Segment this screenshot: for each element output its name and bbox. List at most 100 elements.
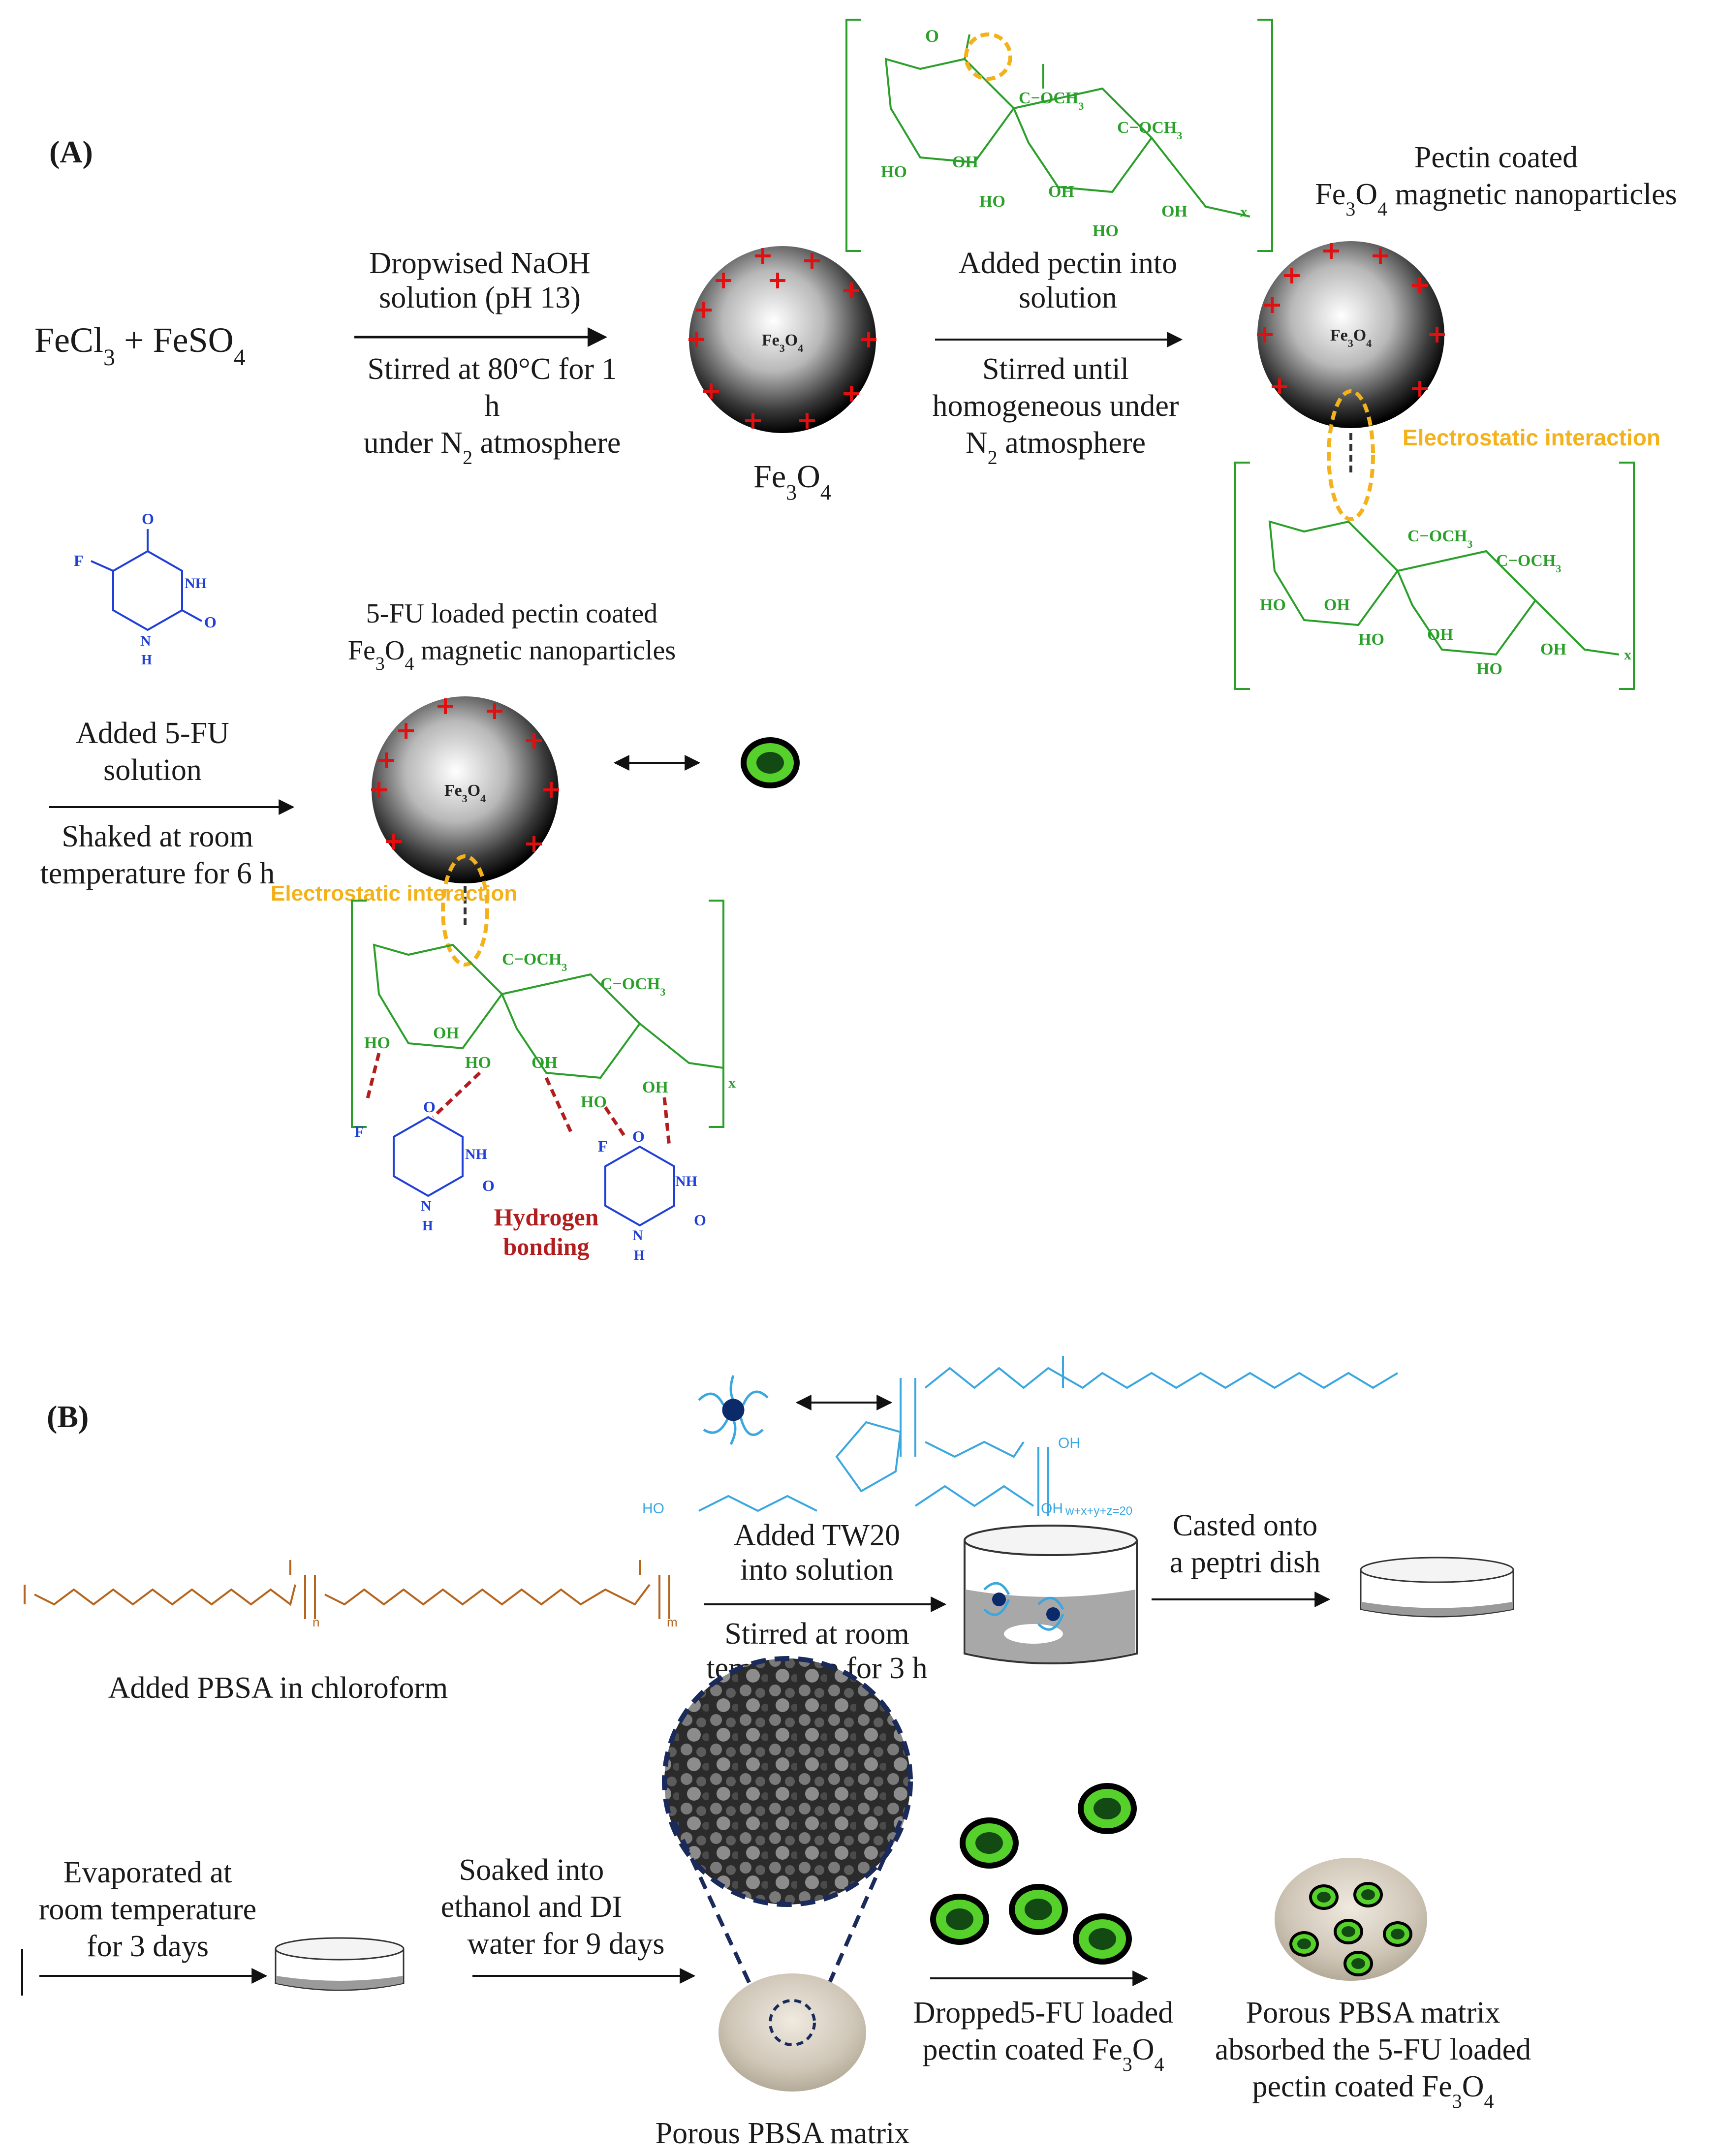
b-step1-above-1: Added TW20 bbox=[734, 1519, 900, 1552]
b-step1-below-1: Stirred at room bbox=[724, 1617, 909, 1651]
bead-3 bbox=[930, 1894, 989, 1945]
bead-5 bbox=[1073, 1913, 1132, 1965]
pectin-right-och3: C−OCH3 bbox=[1407, 527, 1472, 550]
svg-text:O: O bbox=[142, 510, 154, 528]
svg-text:F: F bbox=[354, 1123, 364, 1140]
pectin-bottom-oh2: OH bbox=[531, 1054, 558, 1072]
step3-above-1: Added 5-FU bbox=[76, 717, 229, 750]
pectin-right-x: x bbox=[1624, 647, 1631, 663]
b-step4-above-1: Soaked into bbox=[459, 1853, 604, 1887]
panel-a-label: (A) bbox=[49, 134, 93, 169]
pbsa-n: n bbox=[312, 1615, 319, 1629]
b-step4-above-2: ethanol and DI bbox=[441, 1890, 622, 1924]
five-fu-molecule: O F NH O N H bbox=[74, 510, 217, 668]
b-step3-above-2: room temperature bbox=[39, 1893, 256, 1926]
pectin-bottom-ho2: HO bbox=[465, 1054, 491, 1072]
pbsa-structure bbox=[24, 1560, 670, 1619]
svg-text:O: O bbox=[204, 613, 217, 631]
svg-text:O: O bbox=[482, 1177, 495, 1194]
pectin-right-ho3: HO bbox=[1476, 660, 1502, 678]
fe3o4-nanoparticle-2: Fe3O4 bbox=[1257, 241, 1445, 428]
step2-above-1: Added pectin into bbox=[959, 247, 1177, 280]
pectin-structure-top bbox=[845, 19, 1273, 252]
svg-text:F: F bbox=[598, 1137, 608, 1155]
b-step5-below-1: Dropped5-FU loaded bbox=[913, 1996, 1174, 2030]
fe3o4-nanoparticle-3: Fe3O4 bbox=[371, 696, 559, 883]
svg-text:O: O bbox=[632, 1127, 645, 1145]
pectin-top-oh2: OH bbox=[1048, 183, 1074, 201]
svg-text:H: H bbox=[634, 1248, 645, 1263]
pectin-bottom-och3: C−OCH3 bbox=[502, 950, 567, 973]
pectin-right-ho: HO bbox=[1260, 596, 1286, 614]
svg-text:N: N bbox=[140, 633, 151, 649]
pectin-top-ho3: HO bbox=[1093, 222, 1119, 240]
svg-text:NH: NH bbox=[185, 575, 207, 592]
reactants: FeCl3 + FeSO4 bbox=[34, 320, 246, 371]
pectin-bottom-oh3: OH bbox=[642, 1078, 668, 1096]
bead-2 bbox=[1078, 1783, 1137, 1834]
porous-matrix bbox=[662, 1656, 913, 2092]
svg-text:O: O bbox=[423, 1098, 436, 1116]
five-fu-bound-2: F O NH O N H bbox=[598, 1127, 706, 1263]
carboxylate-highlight-top bbox=[964, 32, 1012, 81]
step1-above-1: Dropwised NaOH bbox=[369, 247, 590, 280]
matrix-disk bbox=[718, 1973, 866, 2092]
beaker bbox=[964, 1525, 1138, 1664]
pbsa-m: m bbox=[667, 1615, 678, 1629]
pectin-top-ho: HO bbox=[881, 163, 907, 181]
tw20-oh2: OH bbox=[1041, 1500, 1063, 1517]
step1-below-2: h bbox=[485, 389, 500, 423]
zoom-line-left bbox=[672, 1820, 770, 2024]
step3-below-2: temperature for 6 h bbox=[40, 857, 275, 890]
product1-label: Fe3O4 bbox=[753, 459, 831, 504]
svg-text:O: O bbox=[694, 1211, 706, 1229]
pectin-top-x: x bbox=[1240, 204, 1248, 220]
tw20-oh1: OH bbox=[1058, 1435, 1080, 1451]
hydrogen-bonds bbox=[365, 1053, 671, 1147]
hydrogen-label-1: Hydrogen bbox=[494, 1203, 599, 1231]
tw20-structure bbox=[698, 1356, 1399, 1516]
electrostatic-highlight-2 bbox=[441, 854, 489, 967]
hydrogen-label-2: bonding bbox=[503, 1233, 589, 1260]
svg-text:N: N bbox=[632, 1227, 643, 1244]
step3-above-2: solution bbox=[103, 753, 202, 787]
b-step2-above-1: Casted onto bbox=[1173, 1509, 1317, 1542]
pectin-right-oh: OH bbox=[1324, 596, 1350, 614]
final-matrix bbox=[1275, 1858, 1427, 1981]
pectin-structure-right bbox=[1234, 462, 1635, 690]
loaded-bead-a bbox=[741, 737, 800, 788]
b-step3-above-1: Evaporated at bbox=[63, 1856, 232, 1889]
sem-zoom-inset bbox=[662, 1656, 913, 1907]
tw20-ho: HO bbox=[642, 1500, 664, 1517]
pectin-right-oh3: OH bbox=[1540, 640, 1566, 658]
svg-text:NH: NH bbox=[675, 1173, 697, 1189]
bead-1 bbox=[960, 1817, 1019, 1869]
svg-text:H: H bbox=[141, 653, 152, 668]
svg-text:N: N bbox=[421, 1198, 432, 1214]
b-step3-above-3: for 3 days bbox=[87, 1930, 209, 1963]
b-step4-above-3: water for 9 days bbox=[467, 1927, 664, 1961]
step1-below-3: under N2 atmosphere bbox=[364, 426, 621, 469]
step2-below-1: Stirred until bbox=[982, 352, 1129, 386]
svg-text:F: F bbox=[74, 552, 84, 569]
b-step1-above-2: into solution bbox=[740, 1553, 894, 1587]
pectin-top-ho2: HO bbox=[979, 192, 1005, 211]
step1-above-2: solution (pH 13) bbox=[379, 281, 581, 314]
bead-4 bbox=[1009, 1884, 1068, 1935]
final-caption-3: pectin coated Fe3O4 bbox=[1252, 2070, 1494, 2112]
pectin-right-oh2: OH bbox=[1427, 625, 1453, 644]
petri-dish-2 bbox=[275, 1937, 405, 1991]
step2-below-3: N2 atmosphere bbox=[966, 426, 1146, 469]
electrostatic-label-1: Electrostatic interaction bbox=[1403, 425, 1660, 450]
product3-label-1: 5-FU loaded pectin coated bbox=[366, 598, 657, 629]
pectin-bottom-oh: OH bbox=[433, 1024, 459, 1042]
product3-label-2: Fe3O4 magnetic nanoparticles bbox=[348, 635, 676, 674]
step2-below-2: homogeneous under bbox=[932, 389, 1179, 423]
step2-above-2: solution bbox=[1019, 281, 1117, 314]
pectin-top-o: O bbox=[925, 26, 939, 46]
zoom-line-right bbox=[810, 1820, 903, 2024]
panel-b-label: (B) bbox=[47, 1399, 89, 1434]
b-step5-below-2: pectin coated Fe3O4 bbox=[922, 2033, 1164, 2075]
step3-below-1: Shaked at room bbox=[62, 820, 253, 853]
